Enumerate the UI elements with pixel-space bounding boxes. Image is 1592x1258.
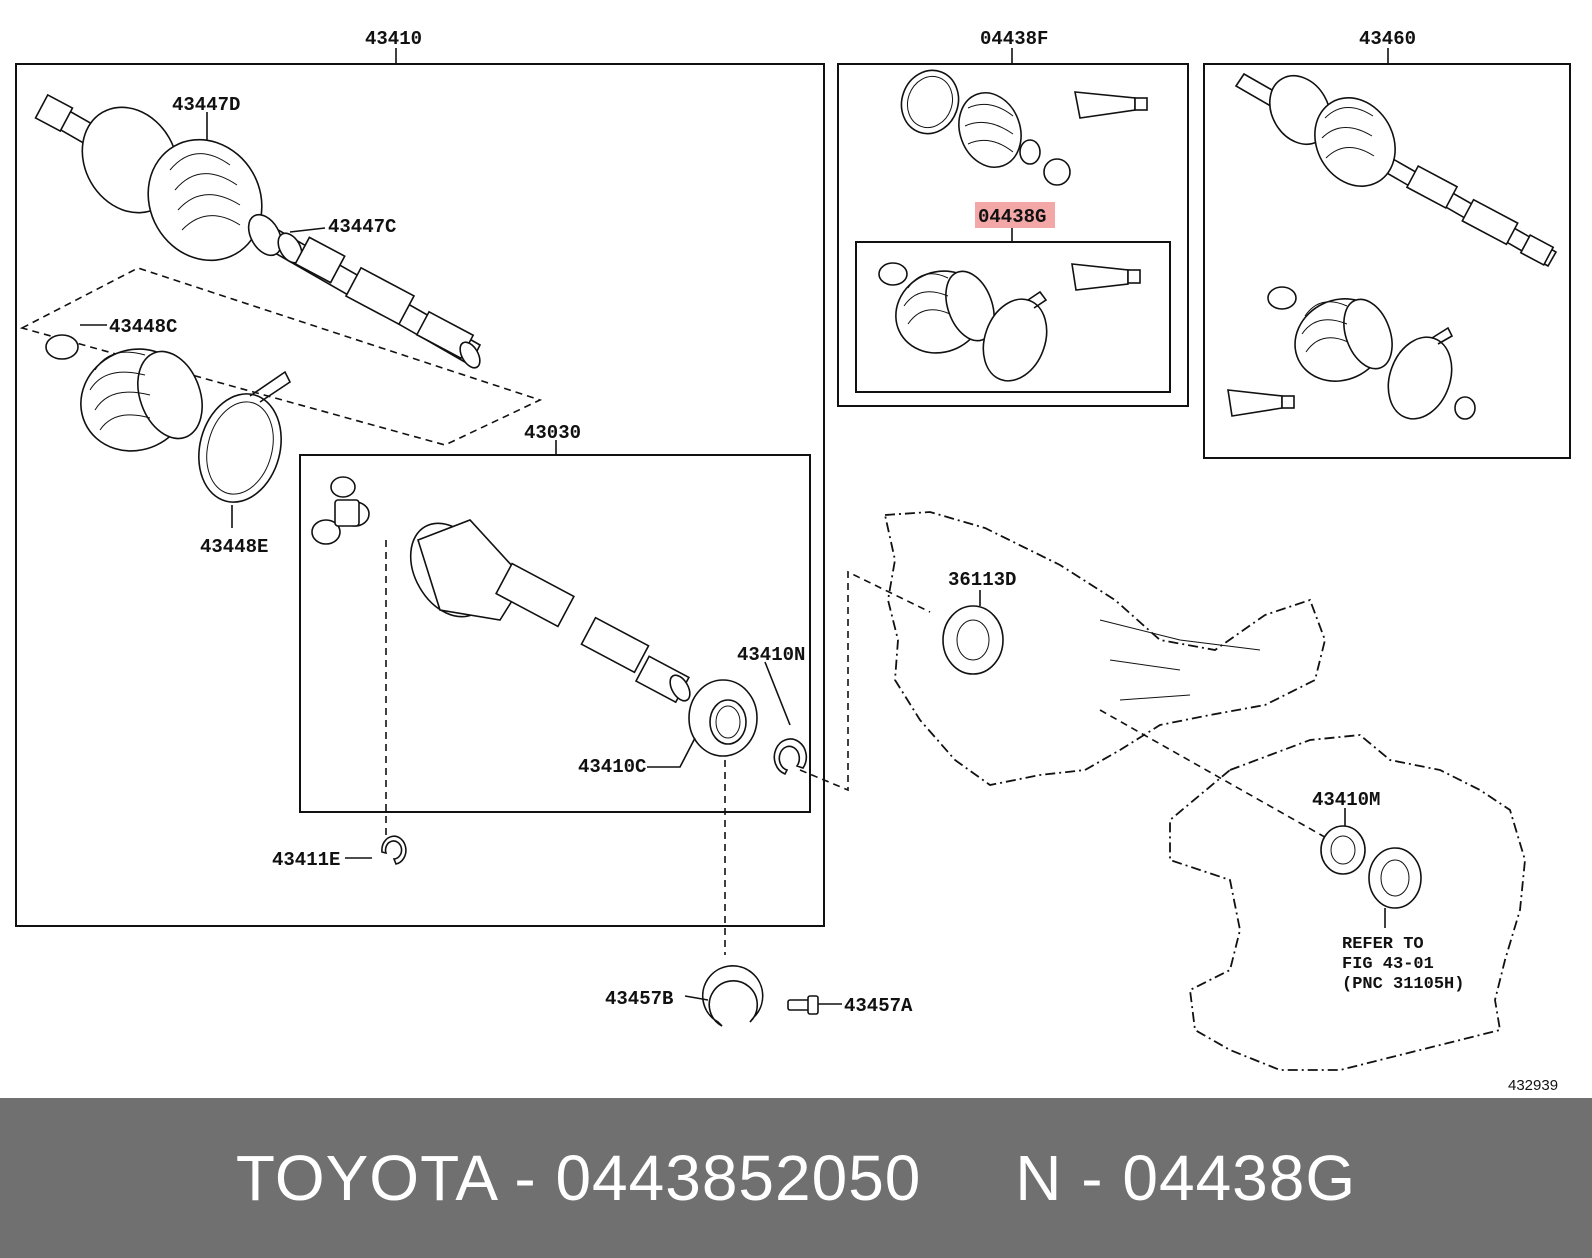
label-43447C: 43447C (328, 216, 396, 238)
seal-31105H (1368, 847, 1422, 909)
highlight-04438G (975, 202, 1055, 228)
label-43410C: 43410C (578, 756, 646, 778)
tripod-joint (311, 476, 370, 545)
outer-boot-kit (45, 334, 292, 503)
assembly-box-04438F (837, 63, 1189, 407)
boot-kit-43460-parts (1227, 286, 1476, 420)
transaxle-housing (883, 511, 1326, 786)
assembly-box-43030 (299, 454, 811, 813)
assembly-box-04438G[interactable] (855, 241, 1171, 393)
label-43457B: 43457B (605, 988, 673, 1010)
differential-case-outline (1169, 734, 1526, 1071)
label-36113D: 36113D (948, 569, 1016, 591)
outer-drive-shaft (34, 93, 482, 369)
boot-kit-04438G-parts (878, 262, 1141, 382)
boot-kit-dashed-group (19, 267, 543, 446)
seal-36113D (942, 605, 1004, 675)
bolt-43457A (787, 995, 819, 1015)
snap-ring-43410N (773, 738, 808, 776)
clip-43457B (701, 965, 764, 1027)
exploded-parts-diagram: 43410 43447D 43447C 43448C 43448E 43030 (15, 28, 1571, 1094)
boot-kit-04438F-parts (900, 69, 1148, 186)
refer-to-line2: FIG 43-01 (1342, 955, 1434, 974)
refer-to-line1: REFER TO (1342, 935, 1424, 954)
label-04438G: 04438G (978, 206, 1046, 228)
label-43457A: 43457A (844, 995, 913, 1017)
bearing-43410C (688, 679, 758, 757)
label-43030: 43030 (524, 422, 581, 444)
inner-joint-housing-shaft (409, 519, 691, 704)
label-43447D: 43447D (172, 94, 240, 116)
assembly-box-43460 (1203, 63, 1571, 459)
label-43410: 43410 (365, 28, 422, 50)
bearing-43410M (1320, 825, 1366, 875)
figure-number: 432939 (1508, 1077, 1558, 1094)
drive-shaft-43460 (1234, 72, 1558, 268)
label-43448E: 43448E (200, 536, 268, 558)
refer-to-line3: (PNC 31105H) (1342, 975, 1464, 994)
label-04438F: 04438F (980, 28, 1048, 50)
label-43411E: 43411E (272, 849, 340, 871)
label-43460: 43460 (1359, 28, 1416, 50)
label-43448C: 43448C (109, 316, 177, 338)
part-number-footer: TOYOTA - 0443852050 N - 04438G (0, 1098, 1592, 1258)
label-43410N: 43410N (737, 644, 805, 666)
assembly-box-43410 (15, 63, 825, 927)
label-43410M: 43410M (1312, 789, 1380, 811)
part-number-text: TOYOTA - 0443852050 N - 04438G (235, 1142, 1357, 1214)
snap-ring-43411E (381, 835, 407, 865)
